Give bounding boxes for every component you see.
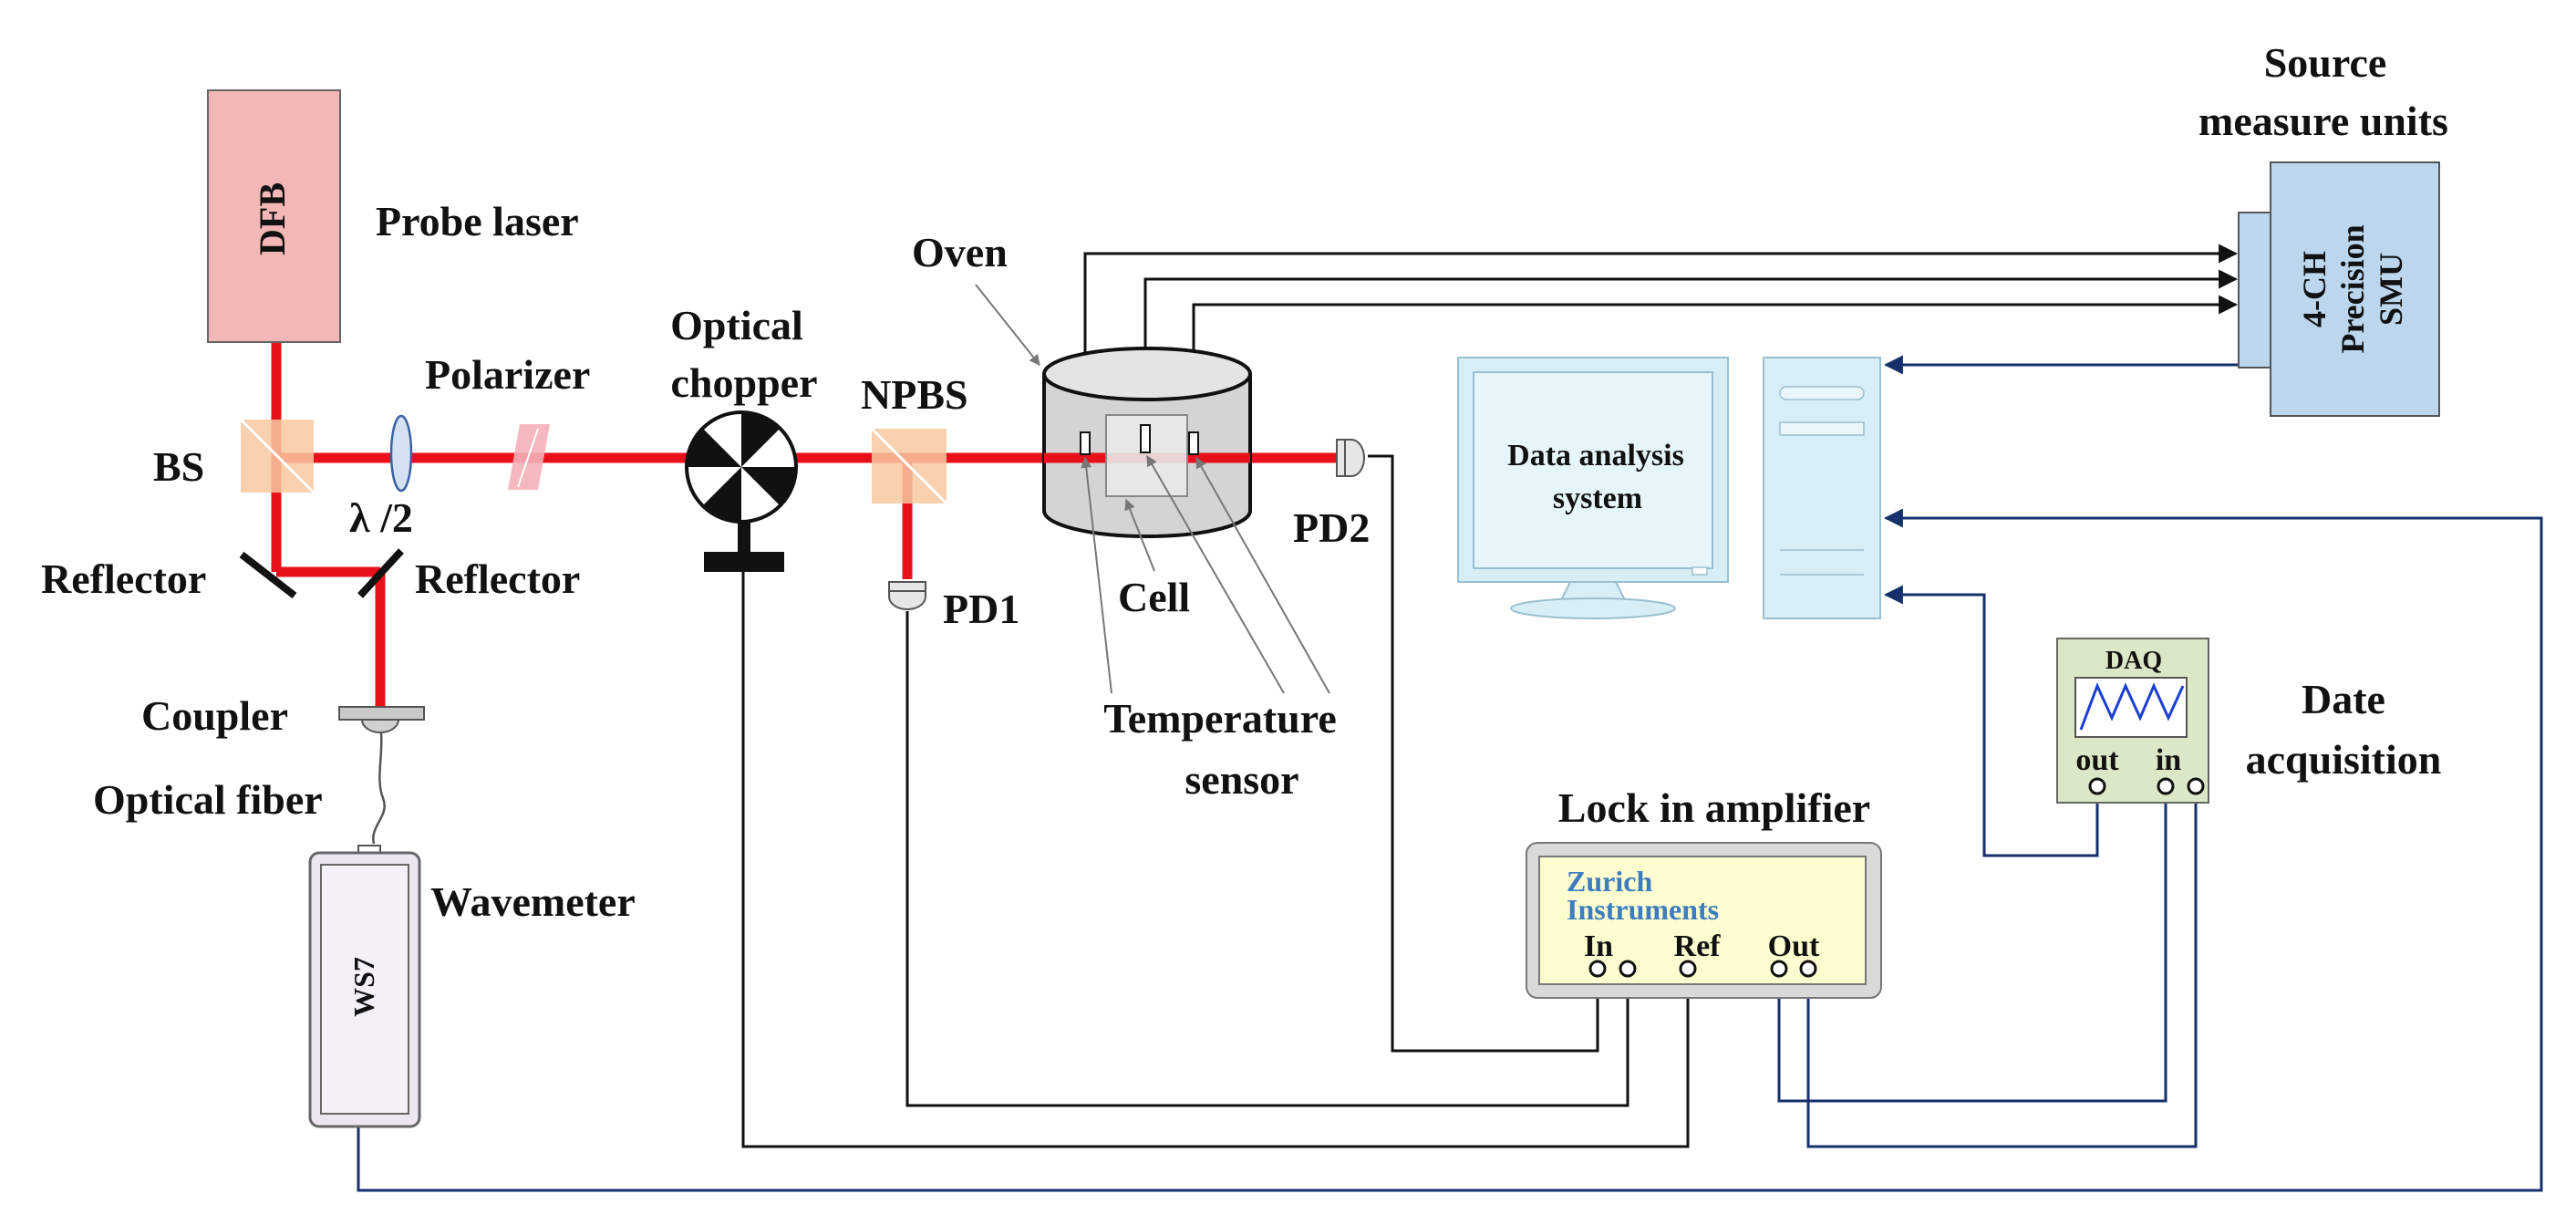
wire-daq-out-to-computer [1883,585,2099,857]
zurich-label-1: Zurich [1567,865,1652,898]
daq-in-port-1 [2157,777,2175,795]
temperature-sensor-label-1: Temperature [1103,695,1337,742]
data-analysis-label-2: system [1553,482,1642,515]
polarizer [508,424,550,490]
data-analysis-label-1: Data analysis [1507,439,1684,472]
smu-label-1: 4-CH [2296,251,2333,327]
optical-chopper-label-1: Optical [670,302,803,348]
temperature-sensor-3 [1188,431,1199,455]
wire-chopper-to-ref [741,547,1690,1148]
lock-in-amplifier-label: Lock in amplifier [1558,784,1870,831]
optical-fiber [372,732,386,845]
daq-out-label: out [2075,743,2119,777]
wavemeter: WS7 [308,845,421,1128]
probe-laser-label: Probe laser [376,198,579,244]
zurich-label-2: Instruments [1567,893,1719,926]
dfb-label: DFB [252,182,293,255]
daq-waveform [2079,682,2185,731]
temperature-sensor-pointers [1081,454,1330,694]
lock-in-amplifier: Zurich Instruments In Ref Out [1526,842,1882,999]
wire-lia-out1-to-daq [1777,786,2167,1103]
pd2-detector [1336,439,1365,477]
date-acquisition-label-1: Date [2302,676,2385,722]
optical-chopper [685,410,798,572]
coupler-label: Coupler [141,692,288,739]
lia-out-port-2 [1799,960,1817,978]
dfb-laser: DFB [207,89,341,343]
bs-label: BS [153,443,204,490]
optical-chopper-label-2: chopper [671,359,818,406]
wire-wavemeter-to-computer [357,508,2543,1192]
temperature-sensor-2 [1140,424,1151,453]
ws7-label: WS7 [347,957,380,1017]
lia-ref-label: Ref [1674,929,1722,963]
smu-label-2: Precision [2334,224,2371,353]
cell-label: Cell [1118,574,1190,620]
pd2-label: PD2 [1293,504,1370,551]
daq-in-label: in [2156,743,2181,777]
smu-device: 4-CH Precision SMU [2238,161,2440,417]
source-measure-units-label-2: measure units [2198,98,2448,144]
smu-label-3: SMU [2373,253,2409,326]
daq-in-port-2 [2187,777,2205,795]
temperature-sensor-1 [1080,431,1091,455]
daq-device: DAQ out in [2056,638,2209,804]
daq-label: DAQ [2105,647,2162,675]
reflector-left [239,551,297,599]
half-wave-plate [389,414,413,493]
reflector-left-label: Reflector [41,555,206,602]
pd1-detector [888,581,926,610]
beam-splitter [239,418,316,494]
lia-out-label: Out [1768,929,1820,963]
polarizer-label: Polarizer [425,351,590,398]
oven-label: Oven [912,229,1008,275]
optical-fiber-label: Optical fiber [93,776,323,823]
date-acquisition-label-2: acquisition [2246,736,2442,783]
temperature-sensor-label-2: sensor [1185,756,1298,803]
computer-tower [1763,357,1881,619]
blue-signal-wires [357,355,2543,1192]
oven-pointer [975,284,1040,366]
reflector-right-label: Reflector [415,555,580,602]
lia-in-port-1 [1588,960,1607,978]
wire-pd2-to-lia [1368,454,1599,1053]
daq-out-port [2088,777,2106,795]
npbs-label: NPBS [861,371,968,418]
lia-ref-port [1679,960,1697,978]
source-measure-units-label-1: Source [2264,39,2387,86]
coupler [338,706,425,733]
lia-out-port-1 [1770,960,1788,978]
temperature-sensors [1080,424,1199,455]
half-wave-plate-label: λ /2 [349,494,413,541]
pd1-label: PD1 [943,586,1019,632]
wavemeter-label: Wavemeter [430,878,636,925]
lia-in-port-2 [1619,960,1637,978]
monitor: Data analysis system [1457,357,1729,619]
wire-lia-out2-to-daq [1806,786,2198,1148]
cell-pointer [1124,498,1155,572]
reflector-right [357,548,404,598]
lia-in-label: In [1584,929,1613,963]
wire-pd1-to-in [905,611,1629,1107]
npbs [870,427,948,505]
